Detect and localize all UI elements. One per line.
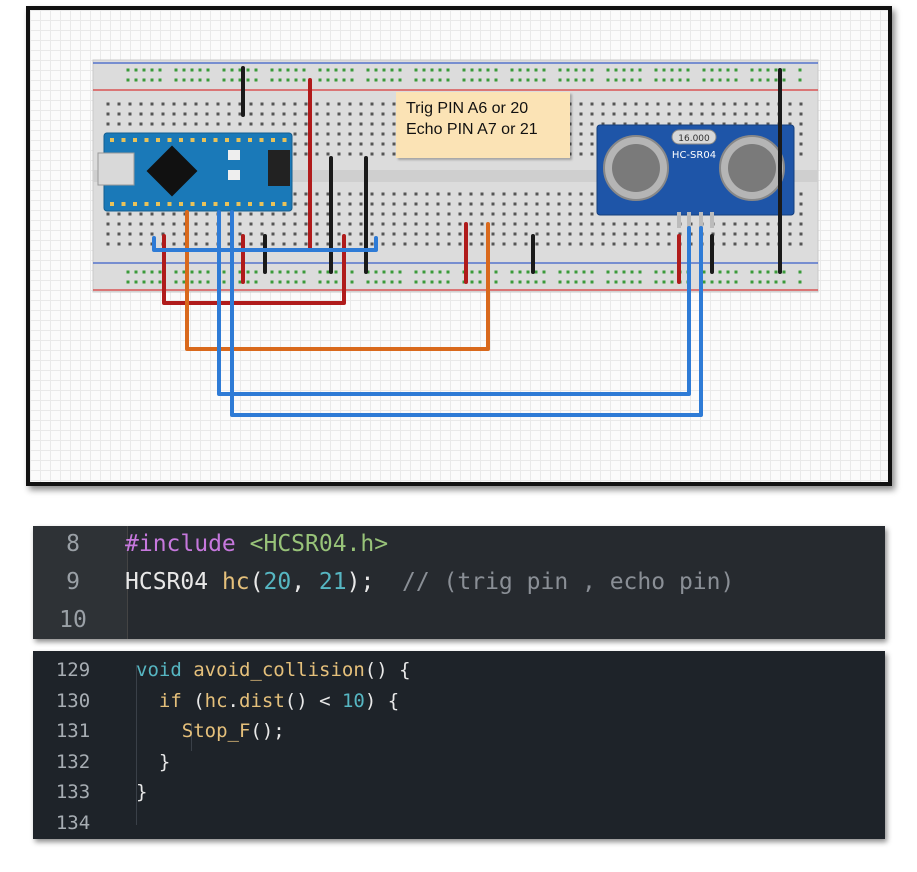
note-echo-line: Echo PIN A7 or 21 (406, 121, 538, 138)
code-token: // (trig pin , echo pin) (402, 569, 735, 595)
code-token: ( (249, 569, 264, 595)
icsp-header (268, 150, 290, 186)
code-token: hc (204, 689, 228, 712)
sensor-model-label: HC-SR04 (672, 150, 716, 161)
code-token: 20 (263, 569, 292, 595)
code-line: void avoid_collision() { (136, 659, 411, 681)
usb-connector (97, 152, 135, 186)
line-number: 10 (59, 607, 87, 633)
code-line: #include <HCSR04.h> (125, 531, 388, 557)
code-token: <HCSR04.h> (249, 531, 389, 557)
line-number-gutter (33, 526, 128, 639)
line-number: 9 (66, 569, 80, 595)
code-line: if (hc.dist() < 10) { (136, 690, 399, 712)
code-token: ( (193, 689, 205, 712)
code-token: void (136, 659, 194, 681)
line-number: 134 (55, 811, 91, 834)
code-token: , (291, 569, 319, 595)
code-line: } (136, 751, 170, 773)
code-token: (); (250, 720, 285, 742)
code-token: Stop_F (136, 720, 251, 742)
code-token: 10 (341, 689, 365, 712)
code-token: } (136, 781, 148, 803)
line-number: 8 (66, 531, 80, 557)
code-line: HCSR04 hc(20, 21); // (trig pin , echo p… (125, 569, 734, 595)
code-token: dist (239, 689, 285, 712)
indent-guide (136, 665, 137, 825)
code-token: HCSR04 (125, 569, 222, 595)
wires (152, 66, 782, 417)
line-number: 132 (55, 750, 91, 773)
arduino-nano (97, 132, 293, 212)
code-token: hc (221, 569, 250, 595)
code-line: } (136, 781, 147, 803)
code-token: 21 (318, 569, 347, 595)
crystal-label: 16.000 (678, 134, 710, 144)
pin-note: Trig PIN A6 or 20 Echo PIN A7 or 21 (396, 92, 570, 158)
code-token: ); (346, 569, 402, 595)
code-token: . (227, 689, 239, 712)
indent-guide (191, 723, 192, 751)
hc-sr04-sensor: 16.000 HC-SR04 (596, 124, 795, 228)
code-line: Stop_F(); (136, 720, 285, 742)
microcontroller-chip (146, 145, 198, 197)
note-trig-line: Trig PIN A6 or 20 (406, 100, 529, 117)
code-token: if (136, 689, 194, 712)
line-number: 131 (55, 720, 91, 742)
code-token: ) { (364, 689, 400, 712)
line-number: 130 (55, 689, 91, 712)
circuit-diagram: 16.000 HC-SR04 (92, 59, 819, 417)
code-token: avoid_collision (193, 659, 365, 681)
line-number: 133 (55, 781, 91, 803)
code-token: () { (364, 659, 411, 681)
code-snippet-include: 8 #include <HCSR04.h> 9 HCSR04 hc(20, 21); … (33, 526, 885, 639)
code-token: () < (284, 689, 342, 712)
code-token: #include (125, 531, 250, 557)
code-token: } (136, 750, 171, 773)
line-number: 129 (55, 659, 91, 681)
